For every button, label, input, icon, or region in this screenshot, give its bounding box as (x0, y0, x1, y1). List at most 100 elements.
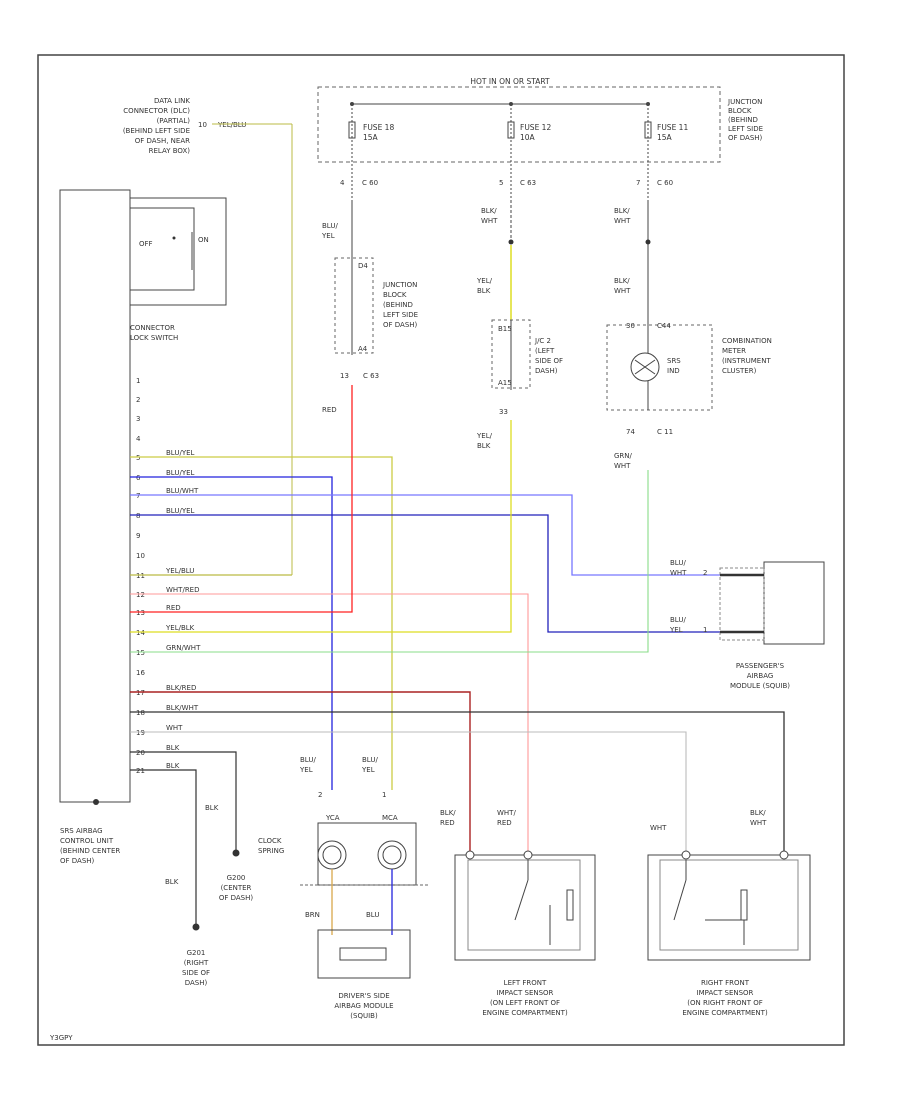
srs-pin-21: 21 (136, 767, 145, 775)
jb2-top-pin: D4 (358, 262, 368, 270)
wire-top-3a: BLK/ (614, 207, 630, 215)
wire-top-1a: BLU/ (322, 222, 338, 230)
combo-meter-box (606, 324, 713, 411)
g201-ground (192, 923, 200, 931)
ground-wire-label: BLK (205, 804, 219, 812)
fuse-11-name: FUSE 11 (657, 123, 688, 132)
srs-unit-ground-dot (93, 799, 99, 805)
svg-text:BLOCK: BLOCK (383, 291, 407, 299)
srs-pin-wire-20: BLK (166, 744, 180, 752)
svg-text:(CENTER: (CENTER (221, 884, 252, 892)
wire-pin19 (130, 731, 687, 855)
svg-text:CLUSTER): CLUSTER) (722, 367, 757, 375)
fuse-12-rating: 10A (520, 133, 536, 142)
srs-pin-wire-21: BLK (166, 762, 180, 770)
srs-pin-wire-13: RED (166, 604, 181, 612)
svg-text:AIRBAG: AIRBAG (747, 672, 774, 680)
right-sensor-label: RIGHT FRONT IMPACT SENSOR (ON RIGHT FRON… (682, 979, 768, 1017)
svg-text:G201: G201 (187, 949, 206, 957)
combo-wire-bot-b: WHT (614, 462, 631, 470)
srs-pin-7: 7 (136, 492, 140, 500)
fuse-12-name: FUSE 12 (520, 123, 551, 132)
wire-pin6 (130, 476, 333, 790)
combo-wire-top-b: WHT (614, 287, 631, 295)
svg-text:RIGHT FRONT: RIGHT FRONT (701, 979, 750, 987)
dlc-label: DATA LINK CONNECTOR (DLC) (PARTIAL) (BEH… (123, 97, 191, 155)
fuse-18-rating: 15A (363, 133, 379, 142)
wire-pin18 (130, 711, 785, 855)
srs-pin-2: 2 (136, 396, 140, 404)
srs-pin-20: 20 (136, 749, 145, 757)
svg-text:LEFT FRONT: LEFT FRONT (504, 979, 547, 987)
srs-pin-wire-19: WHT (166, 724, 183, 732)
jc2-pin-low: 33 (499, 408, 508, 416)
cs-wire-l-b: YEL (299, 766, 313, 774)
wire-top-3b: WHT (614, 217, 631, 225)
conn-top-1: C 60 (362, 179, 378, 187)
svg-text:IMPACT SENSOR: IMPACT SENSOR (697, 989, 754, 997)
svg-text:ENGINE COMPARTMENT): ENGINE COMPARTMENT) (682, 1009, 768, 1017)
srs-pin-wire-6: BLU/YEL (166, 469, 195, 477)
svg-text:CLOCK: CLOCK (258, 837, 282, 845)
srs-pin-5: 5 (136, 454, 140, 462)
srs-pin-wire-8: BLU/YEL (166, 507, 195, 515)
combo-pin-top-conn: C44 (657, 322, 671, 330)
pin-top-2: 5 (499, 179, 503, 187)
svg-text:IMPACT SENSOR: IMPACT SENSOR (497, 989, 554, 997)
fuse-18: FUSE 18 15A (348, 102, 394, 200)
wire-pin8 (130, 514, 720, 633)
jc2-label: J/C 2 (LEFT SIDE OF DASH) (534, 337, 563, 375)
switch-label-a: CONNECTOR (130, 324, 175, 332)
svg-text:JUNCTION: JUNCTION (382, 281, 417, 289)
driver-airbag-module (317, 929, 411, 979)
srs-pin-wire-17: BLK/RED (166, 684, 196, 692)
svg-text:PASSENGER'S: PASSENGER'S (736, 662, 785, 670)
srs-pin-wire-7: BLU/WHT (166, 487, 199, 495)
svg-text:DASH): DASH) (535, 367, 558, 375)
wire-top-1b: YEL (321, 232, 335, 240)
srs-pin-13: 13 (136, 609, 145, 617)
svg-text:(BEHIND LEFT SIDE: (BEHIND LEFT SIDE (123, 127, 190, 135)
srs-pin-9: 9 (136, 532, 140, 540)
pin-top-1: 4 (340, 179, 345, 187)
svg-text:(INSTRUMENT: (INSTRUMENT (722, 357, 771, 365)
g201-label: G201 (RIGHT SIDE OF DASH) (182, 949, 210, 987)
left-impact-sensor (454, 854, 596, 961)
svg-text:SIDE OF: SIDE OF (182, 969, 210, 977)
svg-text:CONTROL UNIT: CONTROL UNIT (60, 837, 114, 845)
svg-text:G200: G200 (227, 874, 246, 882)
svg-text:(RIGHT: (RIGHT (184, 959, 209, 967)
jc2-pin-top: B15 (498, 325, 512, 333)
combo-wire-bot-a: GRN/ (614, 452, 633, 460)
srs-pin-11: 11 (136, 572, 145, 580)
switch-on-label: ON (198, 236, 209, 244)
svg-text:AIRBAG MODULE: AIRBAG MODULE (334, 1002, 393, 1010)
srs-lamp-label-a: SRS (667, 357, 681, 365)
pin-top-3: 7 (636, 179, 640, 187)
wire-top-2a: BLK/ (481, 207, 497, 215)
dlc-pin: 10 (198, 121, 207, 129)
svg-text:SIDE OF: SIDE OF (535, 357, 563, 365)
cs-pin-l: 2 (318, 791, 322, 799)
jb2-bot-pin: A4 (358, 345, 368, 353)
svg-text:(BEHIND: (BEHIND (728, 116, 758, 124)
srs-pin-wire-15: GRN/WHT (166, 644, 201, 652)
cs-pin-r: 1 (382, 791, 386, 799)
junction-block-2 (334, 257, 374, 354)
wire-top-2b: WHT (481, 217, 498, 225)
srs-pin-18: 18 (136, 709, 145, 717)
fuse-11: FUSE 11 15A (644, 102, 688, 200)
srs-pin-3: 3 (136, 415, 140, 423)
svg-text:COMBINATION: COMBINATION (722, 337, 772, 345)
cs-wire-r-a: BLU/ (362, 756, 378, 764)
srs-unit-label: SRS AIRBAG CONTROL UNIT (BEHIND CENTER O… (60, 827, 120, 865)
svg-text:MODULE (SQUIB): MODULE (SQUIB) (730, 682, 790, 690)
svg-text:LEFT SIDE: LEFT SIDE (728, 125, 763, 133)
svg-text:SPRING: SPRING (258, 847, 284, 855)
cs-mark-r: MCA (382, 814, 398, 822)
jb2-wire-label: RED (322, 406, 337, 414)
srs-pin-4: 4 (136, 435, 141, 443)
svg-text:OF DASH, NEAR: OF DASH, NEAR (135, 137, 190, 145)
